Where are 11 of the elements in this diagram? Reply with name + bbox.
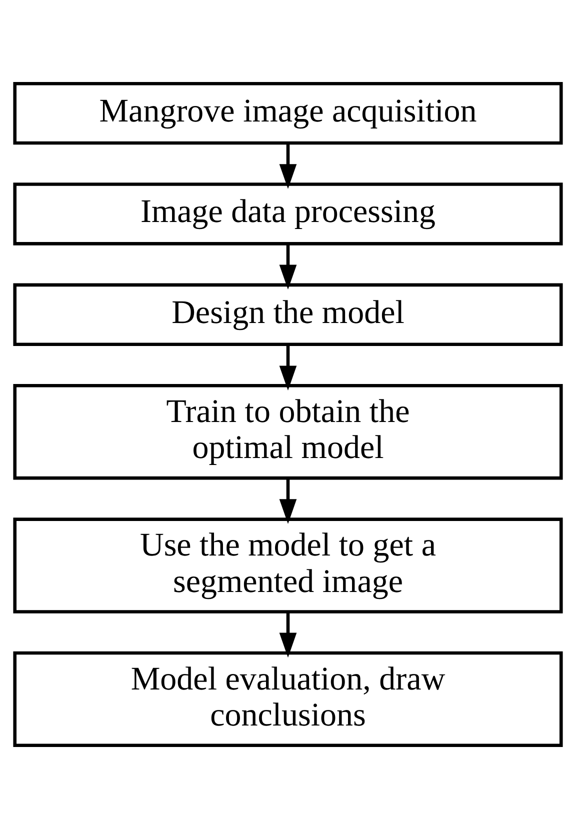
arrow — [279, 612, 297, 658]
arrow — [279, 243, 297, 290]
arrow — [279, 142, 297, 188]
node-box: Train to obtain the optimal model — [13, 383, 563, 480]
node-box: Image data processing — [13, 182, 563, 245]
arrow — [279, 478, 297, 524]
arrow — [279, 344, 297, 390]
node-box: Design the model — [13, 282, 563, 346]
node-box: Use the model to get a segmented image — [13, 517, 563, 613]
node-box: Mangrove image acquisition — [13, 81, 563, 144]
node-box: Model evaluation, draw conclusions — [13, 650, 563, 747]
